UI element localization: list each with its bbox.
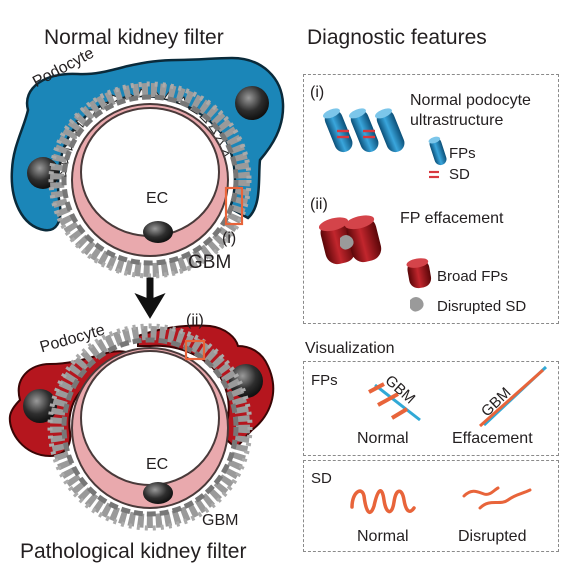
label-marker-i: (i): [222, 230, 237, 247]
vis-sd-normal-graphic: [350, 489, 416, 515]
vis-fps-label: FPs: [311, 372, 338, 389]
disrupted-sd-legend-icon: [410, 297, 424, 312]
broad-fps-legend-icon: [406, 258, 432, 289]
panel-ii-title: FP effacement: [400, 210, 504, 227]
title-normal-filter: Normal kidney filter: [44, 26, 224, 49]
label-ec-normal: EC: [146, 190, 169, 207]
visualization-sd-panel: [303, 460, 559, 552]
normal-podocyte-nucleus-right: [235, 86, 269, 120]
panel-i-title-line1: Normal podocyte: [410, 92, 531, 109]
vis-sd-disrupted-graphic: [462, 486, 532, 510]
vis-sd-normal-caption: Normal: [357, 528, 409, 545]
sd-legend-icon: [429, 170, 439, 179]
vis-sd-disrupted-caption: Disrupted: [458, 528, 527, 545]
normal-ec-nucleus: [143, 221, 173, 243]
vis-fps-effacement-graphic: [479, 365, 548, 428]
label-marker-ii: (ii): [186, 312, 204, 329]
vis-sd-label: SD: [311, 470, 332, 487]
diagnostic-features-panel: [303, 74, 559, 324]
visualization-fps-panel: [303, 361, 559, 456]
pathological-podocyte-nucleus-left: [23, 389, 57, 423]
label-gbm-normal: GBM: [188, 252, 232, 273]
normal-gbm-mesh: [48, 81, 252, 279]
panel-i-marker: (i): [310, 84, 325, 101]
panel-ii-marker: (ii): [310, 196, 328, 213]
pathological-gbm-mesh: [47, 323, 253, 531]
vis-fps-normal-graphic: [368, 382, 421, 422]
pathological-ec-nucleus: [143, 482, 173, 504]
panel-ii-legend-disrupted-sd: Disrupted SD: [437, 298, 527, 315]
visualization-title: Visualization: [305, 340, 395, 357]
normal-highlight-box: [224, 186, 244, 226]
title-pathological-filter: Pathological kidney filter: [20, 540, 247, 563]
title-diagnostic-features: Diagnostic features: [307, 26, 487, 49]
pathological-highlight-box: [184, 339, 206, 361]
down-arrow: [134, 277, 166, 319]
vis-fps-effacement-caption: Effacement: [452, 430, 533, 447]
effaced-fp-cylinders: [318, 215, 382, 265]
fps-legend-icon: [428, 136, 447, 166]
normal-fp-cylinders: [322, 108, 405, 153]
pathological-podocyte-nucleus-right: [229, 364, 263, 398]
pathological-filter-illustration: [8, 323, 275, 531]
label-ec-pathological: EC: [146, 456, 169, 473]
label-gbm-pathological: GBM: [202, 512, 239, 529]
normal-capillary-lumen: [80, 107, 220, 237]
panel-ii-legend-broad-fps: Broad FPs: [437, 268, 508, 285]
panel-i-legend-sd: SD: [449, 166, 470, 183]
normal-filter-illustration: [10, 56, 285, 279]
panel-i-legend-fps: FPs: [449, 145, 476, 162]
vis-fps-normal-caption: Normal: [357, 430, 409, 447]
panel-i-title-line2: ultrastructure: [410, 112, 504, 129]
